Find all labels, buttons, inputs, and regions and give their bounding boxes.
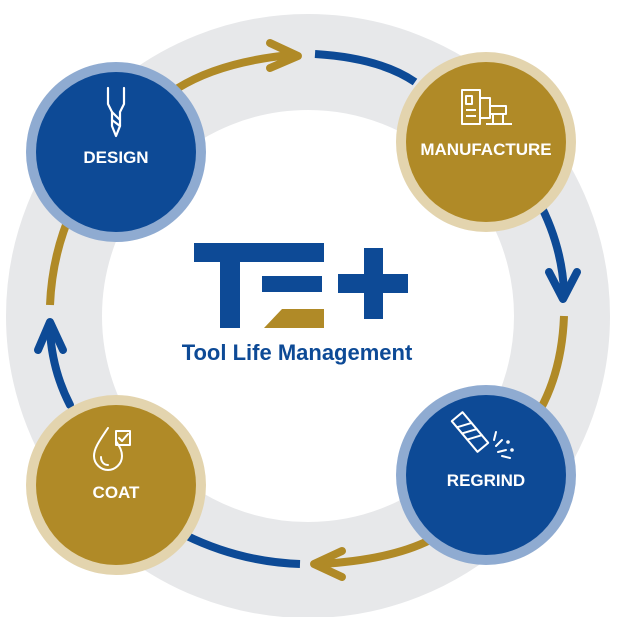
arrow-design-to-manufacture-gold: [174, 51, 294, 92]
regrind-circle: [406, 395, 566, 555]
coat-circle: [36, 405, 196, 565]
coat-label: COAT: [93, 483, 141, 502]
arrow-regrind-to-coat-gold: [316, 536, 434, 568]
manufacture-label: MANUFACTURE: [420, 140, 551, 159]
logo-letter-t: [194, 243, 278, 328]
logo-plus-vertical: [364, 248, 383, 319]
machine-tool-icon: [461, 89, 512, 125]
coating-drop-check-icon: [93, 427, 131, 471]
logo-e-top-bar: [262, 243, 324, 262]
arrowhead-bottom: [310, 547, 346, 581]
design-circle: [36, 72, 196, 232]
regrind-label: REGRIND: [447, 471, 525, 490]
arrow-coat-to-design-navy: [46, 326, 74, 409]
design-label: DESIGN: [83, 148, 148, 167]
logo-e-gold-bar: [264, 309, 324, 328]
arrow-right-to-regrind-gold: [536, 315, 568, 412]
center-tagline: Tool Life Management: [182, 340, 413, 365]
arrowhead-left: [34, 318, 67, 354]
arrowhead-right: [545, 268, 581, 303]
stage-design: DESIGN: [26, 62, 206, 242]
stage-regrind: REGRIND: [396, 385, 576, 565]
stage-coat: COAT: [26, 395, 206, 575]
arrow-bottom-to-coat-navy: [183, 531, 301, 568]
arrow-top-to-manufacture-navy: [314, 50, 418, 86]
logo-e-middle-bar: [262, 276, 322, 292]
arrowhead-top: [266, 39, 302, 72]
grinding-sparks-icon: [450, 411, 514, 459]
endmill-tool-icon: [106, 86, 126, 138]
te-plus-logo: [194, 243, 408, 328]
manufacture-circle: [406, 62, 566, 222]
stage-manufacture: MANUFACTURE: [396, 52, 576, 232]
